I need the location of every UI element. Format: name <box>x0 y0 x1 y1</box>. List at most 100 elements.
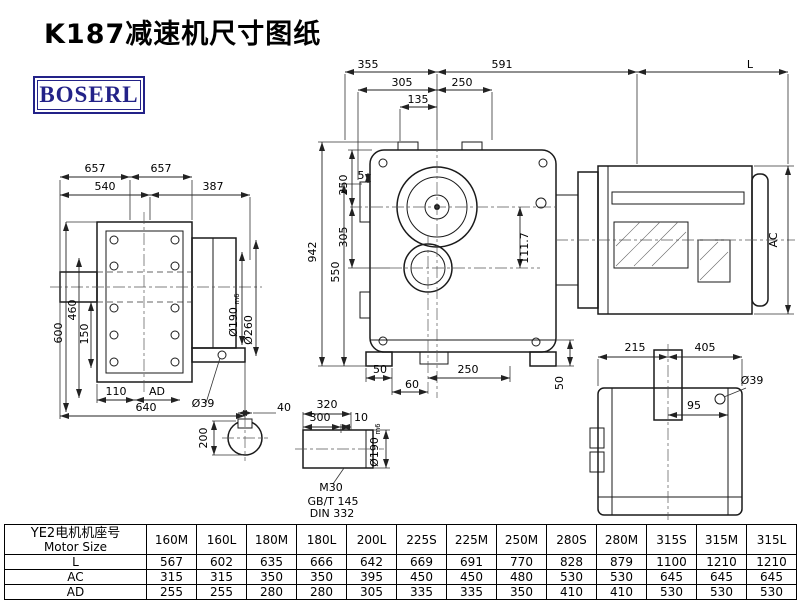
view-output-side: 657 657 540 387 600 460 150 110 AD 640 Ø… <box>50 162 262 419</box>
view-motor: AC <box>556 165 795 315</box>
dim-550: 550 <box>329 262 342 283</box>
col-header: 315M <box>696 524 747 555</box>
motor-size-table: YE2电机机座号 Motor Size 160M 160L 180M 180L … <box>4 524 797 600</box>
col-header: 180L <box>296 524 347 555</box>
cell: 691 <box>446 554 497 570</box>
motor-size-header-cn: YE2电机机座号 <box>30 525 121 541</box>
dim-dia260: Ø260 <box>242 315 255 345</box>
table-row-AC: AC 315 315 350 350 395 450 450 480 530 5… <box>4 569 797 585</box>
dim-250-vert: 250 <box>337 175 350 196</box>
dim-355: 355 <box>358 58 379 71</box>
cell: 335 <box>396 584 447 600</box>
dim-L: L <box>747 58 754 71</box>
dim-540: 540 <box>95 180 116 193</box>
dim-657-left: 657 <box>85 162 106 175</box>
cell: 1100 <box>646 554 697 570</box>
col-header: 160L <box>196 524 247 555</box>
col-header: 225S <box>396 524 447 555</box>
dim-dia190-left: Ø190 <box>227 307 240 337</box>
label-GBT145: GB/T 145 <box>308 495 359 508</box>
dim-10: 10 <box>354 411 368 424</box>
cell: 410 <box>596 584 647 600</box>
row-label: AD <box>4 584 147 600</box>
dim-AD: AD <box>149 385 165 398</box>
dim-942: 942 <box>306 242 319 263</box>
label-DIN332: DIN 332 <box>310 507 354 520</box>
dim-dia190-shaft: Ø190 <box>368 437 381 467</box>
technical-drawing: 657 657 540 387 600 460 150 110 AD 640 Ø… <box>50 58 795 520</box>
dim-460: 460 <box>66 300 79 321</box>
dim-250-bottom: 250 <box>458 363 479 376</box>
cell: 530 <box>646 584 697 600</box>
cell: 395 <box>346 569 397 585</box>
cell: 666 <box>296 554 347 570</box>
cell: 350 <box>496 584 547 600</box>
cell: 645 <box>696 569 747 585</box>
table-row-AD: AD 255 255 280 280 305 335 335 350 410 4… <box>4 584 797 600</box>
col-header: 315L <box>746 524 797 555</box>
dim-591: 591 <box>492 58 513 71</box>
dim-5: 5 <box>358 169 365 182</box>
col-header: 180M <box>246 524 297 555</box>
detail-shaft-end: 320 300 10 M30 GB/T 145 DIN 332 Ø190 m6 <box>295 398 390 520</box>
view-gearbox-front: 355 591 L 305 250 135 942 550 250 305 5 … <box>306 58 789 398</box>
motor-size-header: YE2电机机座号 Motor Size <box>4 524 147 555</box>
dim-405: 405 <box>695 341 716 354</box>
dim-300: 300 <box>310 411 331 424</box>
dim-40: 40 <box>277 401 291 414</box>
dim-dia190-fit-shaft: m6 <box>374 423 382 435</box>
cell: 669 <box>396 554 447 570</box>
dim-111-7: 111.7 <box>518 232 531 264</box>
dim-387: 387 <box>203 180 224 193</box>
cell: 315 <box>146 569 197 585</box>
logo-text: BOSERL <box>39 82 139 107</box>
cell: 635 <box>246 554 297 570</box>
dim-110: 110 <box>106 385 127 398</box>
row-label: AC <box>4 569 147 585</box>
cell: 530 <box>596 569 647 585</box>
dim-95: 95 <box>687 399 701 412</box>
dim-320: 320 <box>317 398 338 411</box>
dim-dia39-base: Ø39 <box>741 374 764 387</box>
cell: 879 <box>596 554 647 570</box>
cell: 530 <box>696 584 747 600</box>
boserl-logo: BOSERL <box>33 76 145 114</box>
cell: 530 <box>546 569 597 585</box>
cell: 602 <box>196 554 247 570</box>
col-header: 250M <box>496 524 547 555</box>
cell: 280 <box>246 584 297 600</box>
cell: 1210 <box>696 554 747 570</box>
detail-shaft-section: 200 40 <box>197 401 291 461</box>
col-header: 160M <box>146 524 197 555</box>
dim-305-vert: 305 <box>337 227 350 248</box>
dim-135: 135 <box>408 93 429 106</box>
cell: 350 <box>246 569 297 585</box>
dim-60: 60 <box>405 378 419 391</box>
dim-dia39-left: Ø39 <box>192 397 215 410</box>
dim-250-top: 250 <box>452 76 473 89</box>
dim-dia190-fit-left: m6 <box>233 293 241 305</box>
cell: 255 <box>146 584 197 600</box>
cell: 770 <box>496 554 547 570</box>
dim-AC: AC <box>767 232 780 247</box>
cell: 410 <box>546 584 597 600</box>
dim-50-bottom: 50 <box>373 363 387 376</box>
cell: 450 <box>446 569 497 585</box>
cell: 567 <box>146 554 197 570</box>
col-header: 280M <box>596 524 647 555</box>
dim-200: 200 <box>197 428 210 449</box>
view-foot-mounting: 215 405 95 Ø39 <box>589 341 764 520</box>
dim-305-top: 305 <box>392 76 413 89</box>
row-label: L <box>4 554 147 570</box>
label-M30: M30 <box>319 481 343 494</box>
cell: 645 <box>746 569 797 585</box>
cell: 1210 <box>746 554 797 570</box>
col-header: 225M <box>446 524 497 555</box>
cell: 315 <box>196 569 247 585</box>
motor-size-header-en: Motor Size <box>43 539 108 554</box>
table-header-row: YE2电机机座号 Motor Size 160M 160L 180M 180L … <box>4 524 797 555</box>
dim-150: 150 <box>78 324 91 345</box>
cell: 645 <box>646 569 697 585</box>
cell: 305 <box>346 584 397 600</box>
